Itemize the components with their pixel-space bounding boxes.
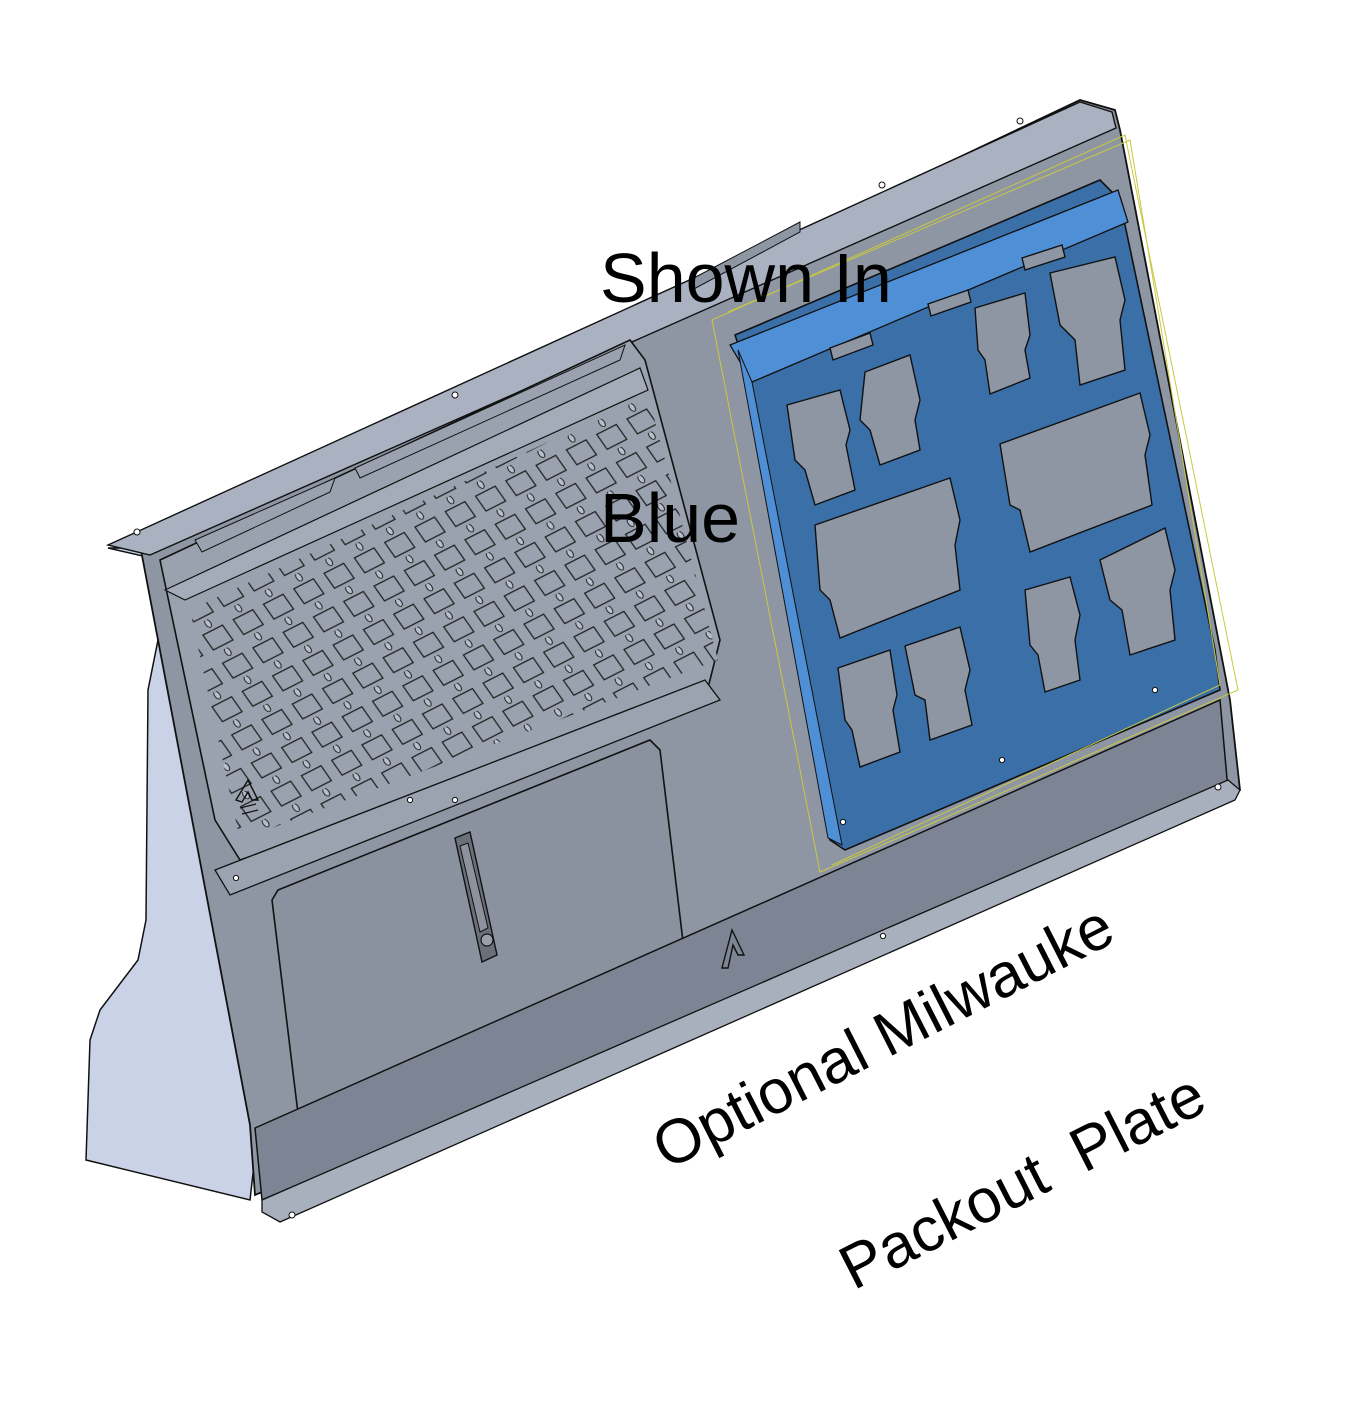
shown-in-blue-label: Shown In Blue bbox=[600, 78, 892, 638]
door-frame bbox=[214, 679, 722, 896]
top-label-line2: Blue bbox=[600, 479, 741, 557]
brand-logo-icon bbox=[234, 778, 260, 815]
cad-model-render bbox=[85, 99, 1241, 1223]
bottom-kick-panel bbox=[254, 698, 1241, 1223]
door-latch[interactable] bbox=[454, 831, 498, 964]
lock-icon bbox=[480, 933, 494, 947]
selection-box bbox=[711, 134, 1239, 873]
brand-logo-icon bbox=[721, 927, 746, 969]
packout-plate[interactable] bbox=[729, 179, 1221, 851]
top-label-line1: Shown In bbox=[600, 239, 892, 317]
packout-cutouts bbox=[786, 244, 1176, 768]
